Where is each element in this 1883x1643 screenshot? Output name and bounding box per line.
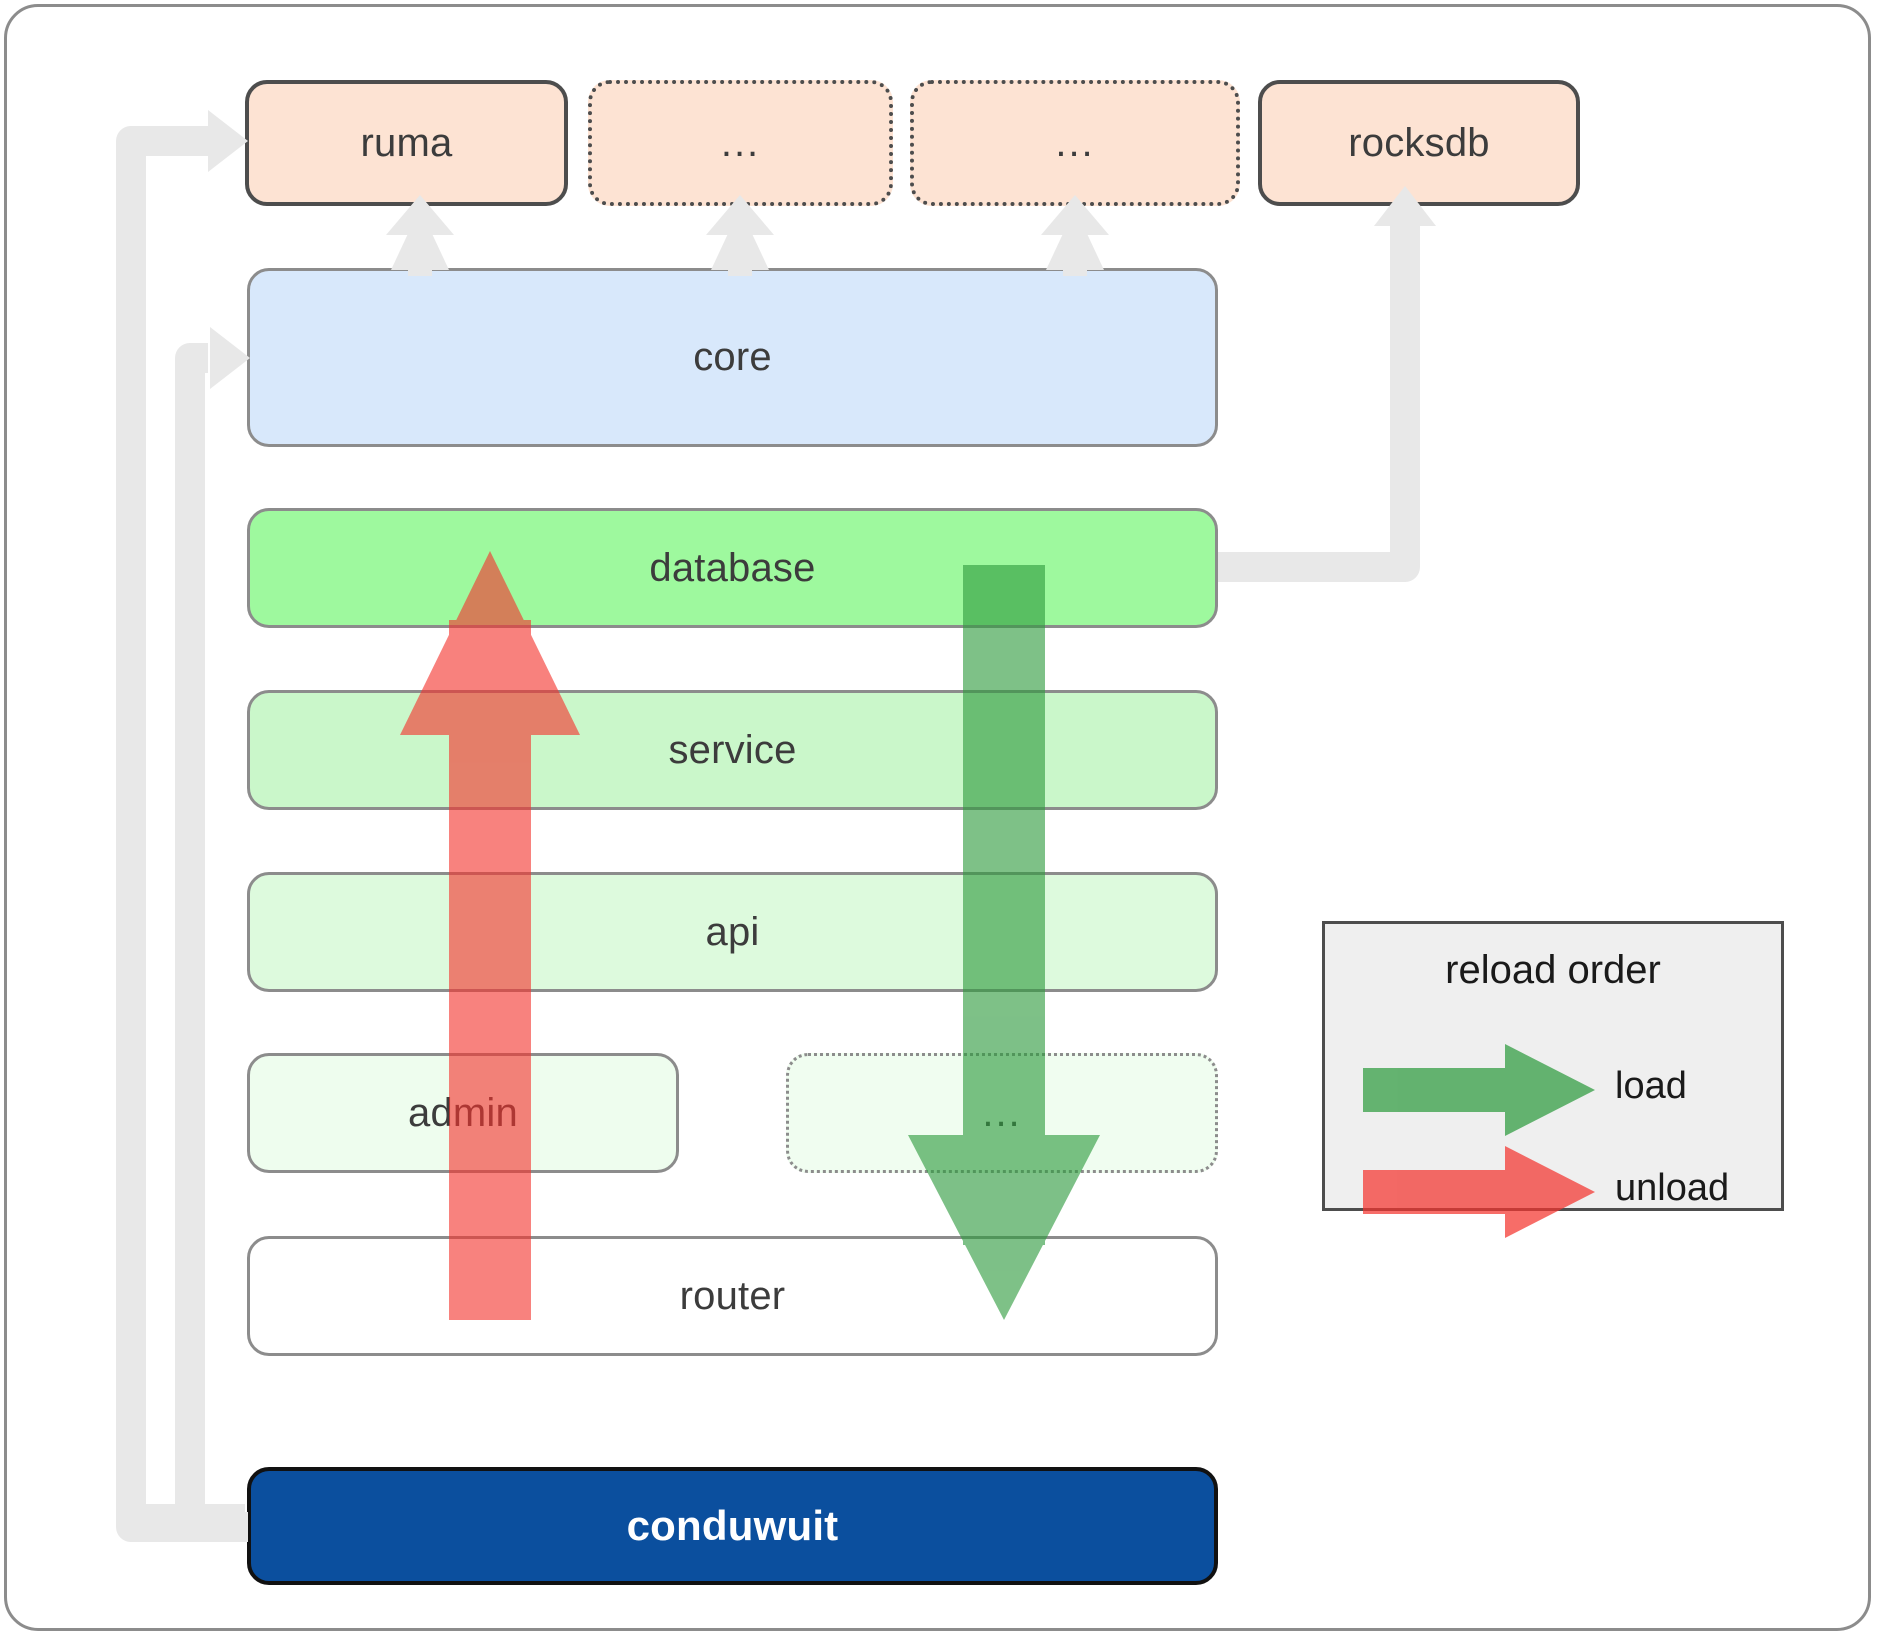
legend-panel: reload order load unload: [1322, 921, 1787, 1238]
legend-label-load: load: [1615, 1065, 1687, 1107]
dependency-box-ruma[interactable]: ruma: [245, 80, 568, 206]
layer-label-service: service: [668, 727, 797, 772]
layer-box-database[interactable]: database: [247, 508, 1218, 628]
dependency-box-2[interactable]: ...: [588, 80, 893, 206]
layer-box-core[interactable]: core: [247, 268, 1218, 447]
dependency-label-ruma: ruma: [360, 120, 453, 165]
layer-label-database: database: [649, 545, 816, 590]
legend-row-load: load: [1325, 1044, 1787, 1136]
legend-title: reload order: [1445, 948, 1661, 992]
root-label-conduwuit: conduwuit: [626, 1502, 839, 1549]
layer-box-admin[interactable]: admin: [247, 1053, 679, 1173]
legend-row-unload: unload: [1325, 1146, 1787, 1238]
legend-label-unload: unload: [1615, 1167, 1730, 1209]
layer-label-api: api: [705, 909, 760, 954]
dependency-label-rocksdb: rocksdb: [1348, 120, 1490, 165]
dependency-label-3: ...: [1055, 120, 1095, 165]
layer-label-core: core: [693, 335, 772, 379]
layer-box-router[interactable]: router: [247, 1236, 1218, 1356]
layer-box-api[interactable]: api: [247, 872, 1218, 992]
layer-box-dots[interactable]: ...: [786, 1053, 1218, 1173]
dependency-box-3[interactable]: ...: [910, 80, 1240, 206]
dependency-box-rocksdb[interactable]: rocksdb: [1258, 80, 1580, 206]
legend-load-arrow-icon: [1363, 1044, 1595, 1136]
layer-label-admin: admin: [408, 1090, 518, 1135]
diagram-frame: [4, 4, 1871, 1631]
root-box-conduwuit[interactable]: conduwuit: [247, 1467, 1218, 1585]
dependency-label-2: ...: [720, 120, 761, 165]
legend-unload-arrow-icon: [1363, 1146, 1595, 1238]
layer-label-router: router: [679, 1273, 786, 1318]
layer-label-dots: ...: [982, 1090, 1022, 1135]
layer-box-service[interactable]: service: [247, 690, 1218, 810]
